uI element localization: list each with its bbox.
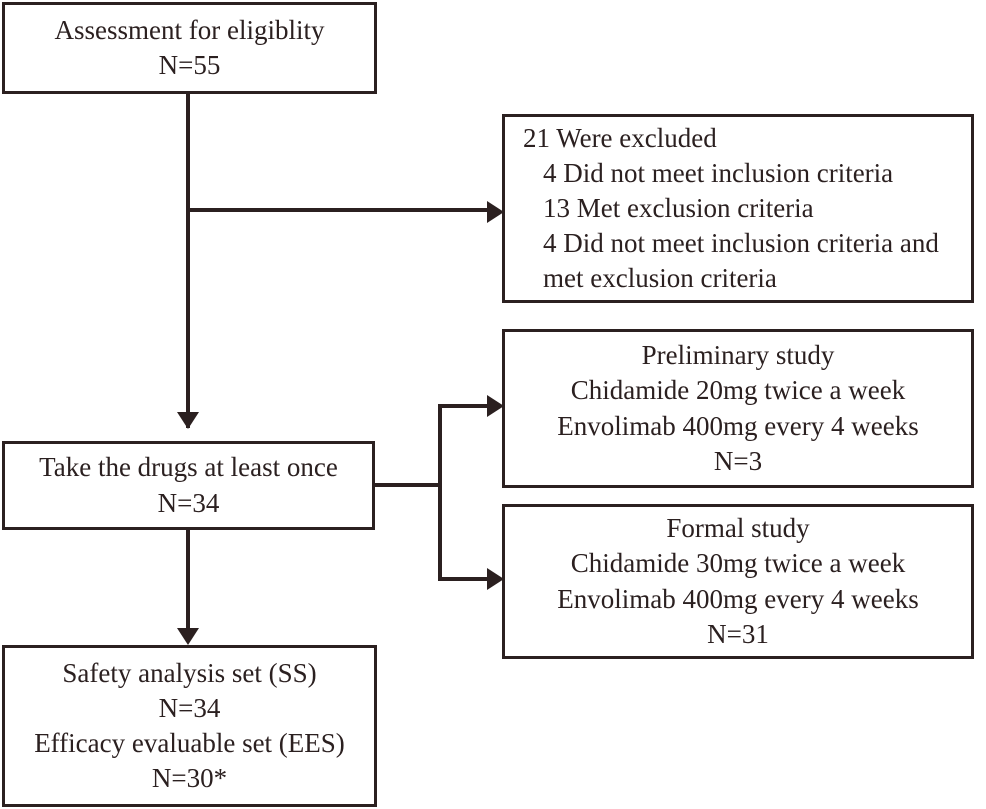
box-excluded-line-1: 21 Were excluded: [523, 122, 717, 153]
arrow-right-icon-preliminary: [487, 395, 504, 417]
box-formal-line-4: N=31: [707, 618, 769, 649]
box-formal-line-1: Formal study: [666, 513, 810, 544]
connector-split-vertical: [438, 404, 442, 581]
box-analysis-sets-line-1: Safety analysis set (SS): [62, 657, 317, 688]
connector-split-stem: [375, 483, 442, 487]
box-take-drugs-line-1: Take the drugs at least once: [39, 452, 338, 483]
box-analysis-sets-line-3: Efficacy evaluable set (EES): [34, 728, 345, 758]
box-preliminary-study: Preliminary study Chidamide 20mg twice a…: [502, 329, 974, 488]
connector-assessment-to-take-drugs: [186, 94, 190, 428]
connector-to-formal: [438, 577, 488, 581]
box-excluded-line-3: 13 Met exclusion criteria: [543, 192, 814, 223]
connector-take-drugs-to-analysis-sets: [186, 530, 190, 629]
arrow-down-icon-take-drugs: [177, 412, 199, 429]
box-analysis-sets: Safety analysis set (SS) N=34 Efficacy e…: [2, 645, 377, 807]
box-take-drugs: Take the drugs at least once N=34: [2, 441, 375, 530]
connector-to-preliminary: [438, 404, 488, 408]
box-excluded-line-2: 4 Did not meet inclusion criteria: [543, 157, 894, 188]
arrow-right-icon-excluded: [487, 201, 504, 223]
box-formal-line-3: Envolimab 400mg every 4 weeks: [557, 583, 919, 614]
box-analysis-sets-line-4: N=30*: [151, 763, 228, 794]
box-formal-line-2: Chidamide 30mg twice a week: [570, 548, 906, 579]
box-excluded-line-5: met exclusion criteria: [543, 263, 777, 294]
box-preliminary-line-3: Envolimab 400mg every 4 weeks: [557, 410, 919, 441]
box-assessment: Assessment for eligiblity N=55: [2, 2, 377, 94]
box-assessment-line-2: N=55: [158, 50, 221, 80]
box-formal-study: Formal study Chidamide 30mg twice a week…: [502, 504, 974, 659]
arrow-right-icon-formal: [487, 568, 504, 590]
box-analysis-sets-line-2: N=34: [158, 692, 221, 723]
box-assessment-line-1: Assessment for eligiblity: [54, 14, 325, 45]
connector-to-excluded: [188, 208, 488, 212]
box-excluded-line-4: 4 Did not meet inclusion criteria and: [543, 228, 939, 259]
box-preliminary-line-4: N=3: [713, 445, 763, 476]
box-take-drugs-line-2: N=34: [157, 487, 220, 518]
box-preliminary-line-1: Preliminary study: [641, 340, 835, 371]
arrow-down-icon-analysis-sets: [177, 628, 199, 645]
box-preliminary-line-2: Chidamide 20mg twice a week: [570, 375, 906, 406]
box-excluded: 21 Were excluded 4 Did not meet inclusio…: [502, 114, 974, 303]
